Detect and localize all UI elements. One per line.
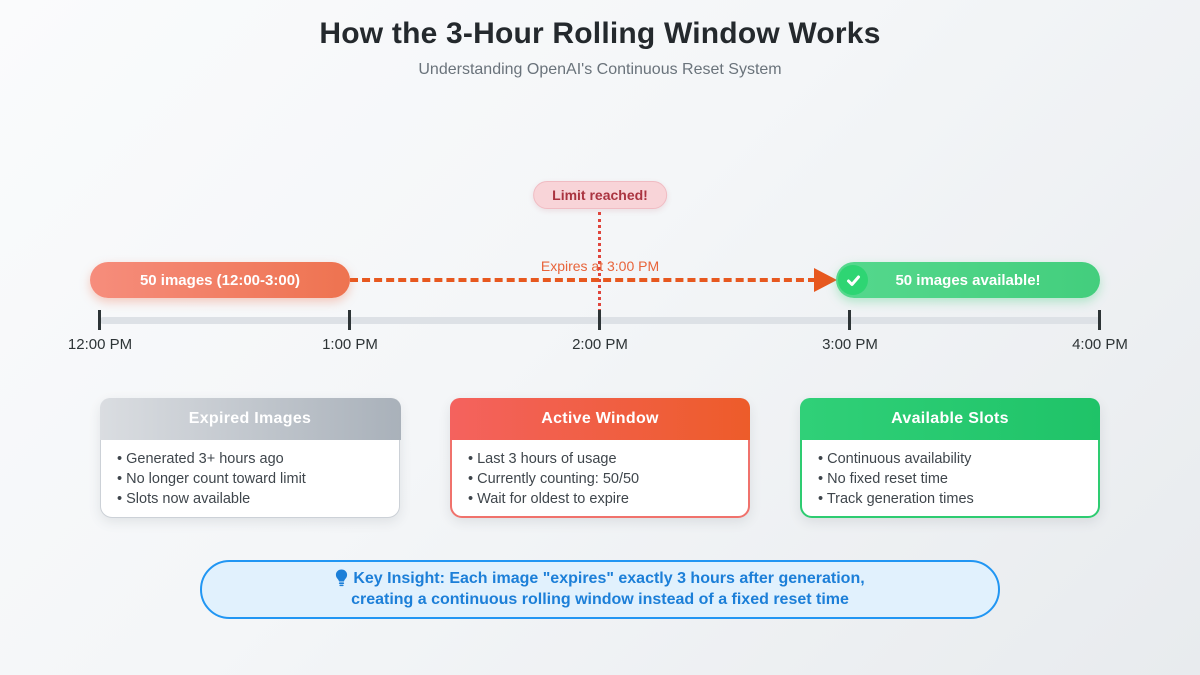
expired-images-card-body: Generated 3+ hours ago No longer count t… bbox=[101, 440, 399, 509]
available-window-pill-label: 50 images available! bbox=[895, 271, 1041, 289]
tick-label-1pm: 1:00 PM bbox=[322, 336, 378, 353]
arrow-right-icon bbox=[814, 268, 837, 292]
expired-images-card: Expired Images Generated 3+ hours ago No… bbox=[99, 397, 401, 518]
tick-label-2pm: 2:00 PM bbox=[572, 336, 628, 353]
list-item: No longer count toward limit bbox=[117, 469, 383, 489]
lightbulb-icon bbox=[335, 569, 348, 587]
tick-label-12pm: 12:00 PM bbox=[67, 336, 133, 353]
key-insight-line1: Key Insight: Each image "expires" exactl… bbox=[335, 569, 865, 589]
tick-4pm bbox=[1098, 310, 1101, 330]
tick-12pm bbox=[98, 310, 101, 330]
expired-window-pill: 50 images (12:00-3:00) bbox=[90, 262, 350, 298]
expired-images-card-title: Expired Images bbox=[99, 397, 401, 440]
active-window-card-title: Active Window bbox=[450, 398, 750, 440]
checkmark-icon bbox=[838, 265, 868, 295]
expires-label: Expires at 3:00 PM bbox=[540, 258, 660, 274]
limit-reached-badge: Limit reached! bbox=[533, 181, 667, 209]
list-item: Track generation times bbox=[818, 489, 1082, 509]
tick-1pm bbox=[348, 310, 351, 330]
page-title: How the 3-Hour Rolling Window Works bbox=[319, 17, 881, 50]
tick-2pm bbox=[598, 310, 601, 330]
list-item: No fixed reset time bbox=[818, 469, 1082, 489]
key-insight-line2: creating a continuous rolling window ins… bbox=[351, 590, 849, 610]
active-window-card: Active Window Last 3 hours of usage Curr… bbox=[450, 398, 750, 518]
key-insight-box: Key Insight: Each image "expires" exactl… bbox=[200, 560, 1000, 619]
list-item: Wait for oldest to expire bbox=[468, 489, 732, 509]
list-item: Generated 3+ hours ago bbox=[117, 449, 383, 469]
tick-label-4pm: 4:00 PM bbox=[1072, 336, 1128, 353]
list-item: Last 3 hours of usage bbox=[468, 449, 732, 469]
available-slots-card-title: Available Slots bbox=[800, 398, 1100, 440]
tick-label-3pm: 3:00 PM bbox=[822, 336, 878, 353]
list-item: Continuous availability bbox=[818, 449, 1082, 469]
available-slots-card: Available Slots Continuous availability … bbox=[800, 398, 1100, 518]
tick-3pm bbox=[848, 310, 851, 330]
limit-dotted-connector bbox=[598, 212, 601, 330]
available-slots-card-body: Continuous availability No fixed reset t… bbox=[802, 440, 1098, 509]
list-item: Currently counting: 50/50 bbox=[468, 469, 732, 489]
active-window-card-body: Last 3 hours of usage Currently counting… bbox=[452, 440, 748, 509]
available-window-pill: 50 images available! bbox=[836, 262, 1100, 298]
key-insight-text-1: Key Insight: Each image "expires" exactl… bbox=[353, 570, 865, 587]
list-item: Slots now available bbox=[117, 489, 383, 509]
expired-window-pill-label: 50 images (12:00-3:00) bbox=[139, 271, 301, 289]
expiry-dashed-line bbox=[350, 278, 816, 282]
key-insight-text-2: creating a continuous rolling window ins… bbox=[351, 591, 849, 608]
page-subtitle: Understanding OpenAI's Continuous Reset … bbox=[418, 61, 782, 78]
